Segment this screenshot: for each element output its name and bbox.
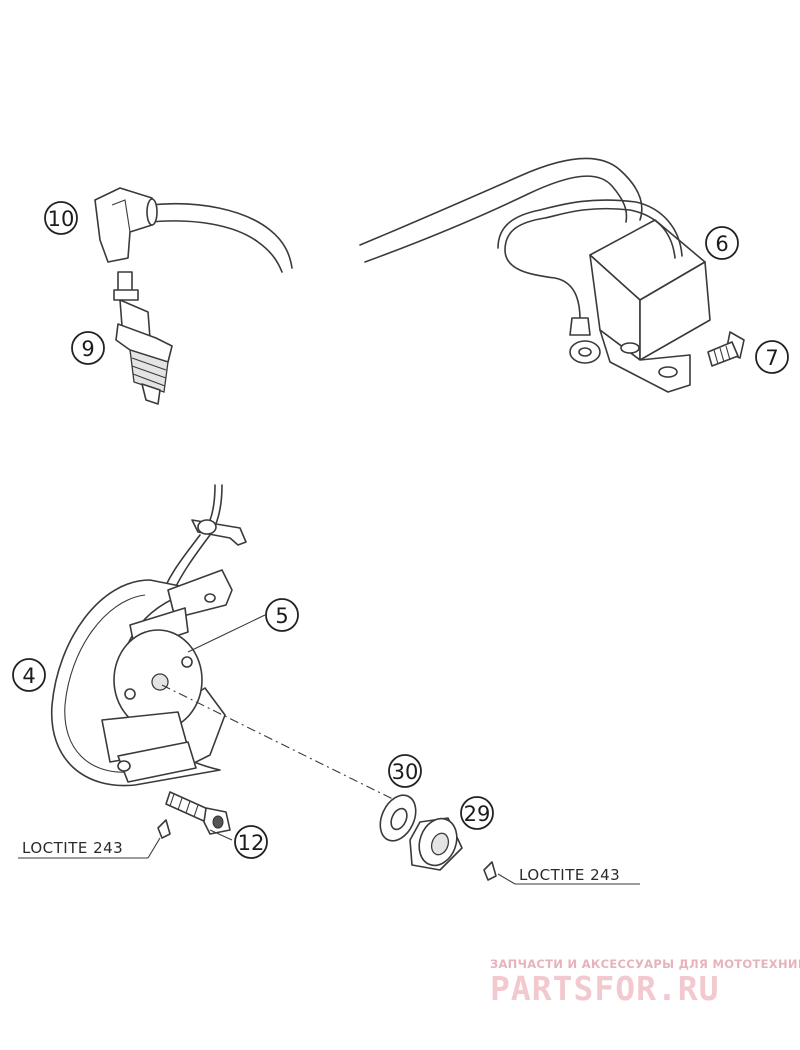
spark-plug-cap-part (94, 187, 293, 273)
leader-lines (18, 614, 640, 885)
watermark-brand: PARTSFOR.RU (490, 969, 720, 1008)
washer-part (379, 794, 417, 842)
callout-12-label: 12 (238, 831, 265, 855)
loctite-note-left: LOCTITE 243 (22, 839, 123, 857)
callout-6-label: 6 (715, 232, 728, 256)
callout-10: 10 (44, 201, 78, 235)
callout-7: 7 (755, 340, 789, 374)
nut-part (409, 817, 497, 881)
callout-29: 29 (460, 796, 494, 830)
coil-ht-lead (359, 157, 643, 263)
callout-5: 5 (265, 598, 299, 632)
coil-bolt-part (707, 331, 745, 367)
callout-6: 6 (705, 226, 739, 260)
callout-30: 30 (388, 754, 422, 788)
callout-9-label: 9 (81, 337, 94, 361)
loctite-note-right: LOCTITE 243 (519, 866, 620, 884)
assembly-axis-line (161, 684, 416, 811)
stator-coil-part (101, 607, 203, 783)
callout-5-label: 5 (275, 604, 288, 628)
callout-7-label: 7 (765, 346, 778, 370)
callout-9: 9 (71, 331, 105, 365)
callout-10-label: 10 (48, 207, 75, 231)
callout-30-label: 30 (392, 760, 419, 784)
callout-12: 12 (234, 825, 268, 859)
stator-wire (159, 484, 247, 601)
ignition-coil-part (497, 199, 711, 393)
watermark-tagline: ЗАПЧАСТИ И АКСЕССУАРЫ ДЛЯ МОТОТЕХНИКИ (490, 957, 800, 971)
spark-plug-part (113, 271, 173, 405)
callout-29-label: 29 (464, 802, 491, 826)
stator-screw-part (157, 791, 231, 839)
callout-4-label: 4 (22, 664, 35, 688)
callout-4: 4 (12, 658, 46, 692)
